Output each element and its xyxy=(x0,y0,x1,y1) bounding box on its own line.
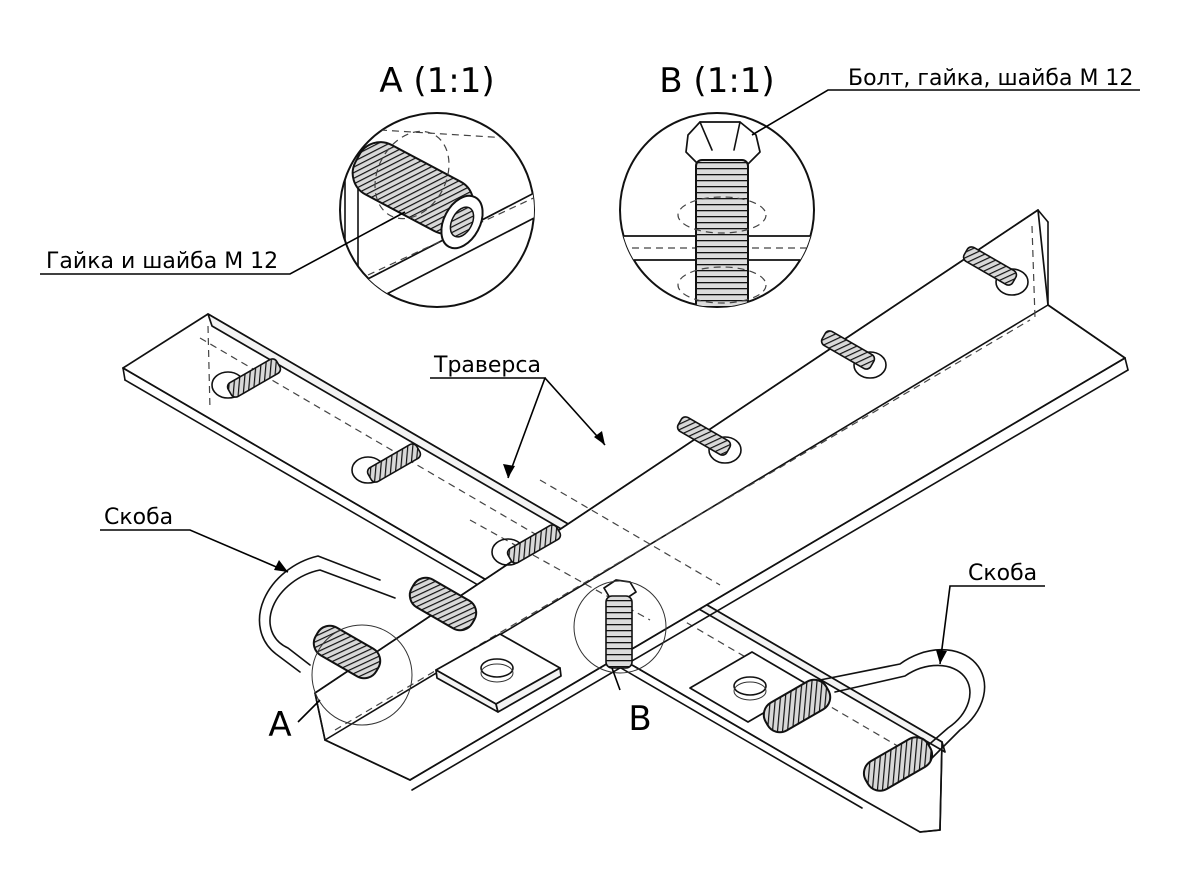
detail-b xyxy=(619,112,815,308)
label-nut-washer: Гайка и шайба М 12 xyxy=(46,249,278,274)
label-bolt-nut-washer: Болт, гайка, шайба М 12 xyxy=(848,66,1133,91)
label-traverse: Траверса xyxy=(433,353,541,378)
square-washer-left xyxy=(435,633,562,713)
u-bolt-right xyxy=(762,648,986,792)
bolt-icon xyxy=(351,443,422,484)
leader-lines xyxy=(40,89,1140,665)
bolt-icon xyxy=(962,246,1029,296)
detail-b-title: В (1:1) xyxy=(659,61,774,101)
detail-a xyxy=(339,112,535,308)
bolt-icon xyxy=(676,416,742,464)
bolt-icon xyxy=(603,579,637,669)
label-bracket-left: Скоба xyxy=(104,505,173,530)
label-bracket-right: Скоба xyxy=(968,561,1037,586)
bolts xyxy=(211,246,1029,669)
bolt-icon xyxy=(820,330,887,379)
angle-bar-upper xyxy=(314,209,1129,791)
u-bolt-left xyxy=(258,555,478,680)
bolt-icon xyxy=(491,524,562,566)
bolt-icon xyxy=(211,358,282,399)
nut-washer-icon xyxy=(312,576,478,680)
marker-b: B xyxy=(628,699,651,739)
marker-a: A xyxy=(268,705,291,745)
detail-a-title: А (1:1) xyxy=(379,61,494,101)
